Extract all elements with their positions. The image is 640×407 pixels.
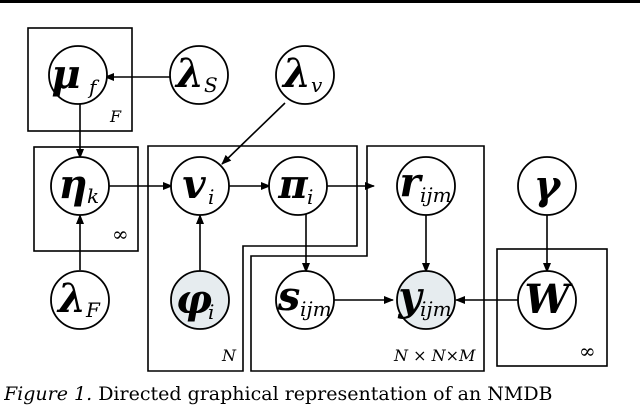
svg-text:W: W xyxy=(525,276,574,323)
plate-label-n: N xyxy=(221,346,237,365)
node-r-ijm: r ijm xyxy=(396,156,456,216)
node-s-ijm: s ijm xyxy=(275,270,335,330)
nodes: μ f λ S λ v η k v i π i r xyxy=(48,45,577,330)
plate-labels: F ∞ N N × N×M ∞ xyxy=(109,107,596,365)
node-y-ijm: y ijm xyxy=(396,270,456,330)
edge-lambda-v-to-v-i xyxy=(221,102,286,165)
node-eta-k: η k xyxy=(50,156,110,216)
svg-text:i: i xyxy=(307,185,313,209)
svg-text:i: i xyxy=(208,185,214,209)
caption-text: Directed graphical representation of an … xyxy=(98,383,553,405)
plate-w xyxy=(496,248,608,367)
svg-text:y: y xyxy=(397,273,424,320)
plate-label-nnm: N × N×M xyxy=(393,346,476,365)
svg-text:s: s xyxy=(277,273,301,320)
svg-text:λ: λ xyxy=(281,50,311,97)
svg-text:F: F xyxy=(85,298,101,322)
node-v-i: v i xyxy=(170,156,230,216)
svg-text:ijm: ijm xyxy=(300,297,332,321)
top-rule xyxy=(0,0,640,3)
svg-text:r: r xyxy=(399,159,423,206)
graphical-model-diagram: μ f λ S λ v η k v i π i r xyxy=(27,27,608,372)
plate-n xyxy=(147,145,358,372)
svg-text:k: k xyxy=(87,184,99,208)
node-w: W xyxy=(517,270,577,330)
svg-text:ijm: ijm xyxy=(420,297,452,321)
svg-text:η: η xyxy=(58,161,87,208)
caption-label: Figure 1. xyxy=(4,383,93,405)
plate-label-inf-w: ∞ xyxy=(579,339,596,363)
svg-text:i: i xyxy=(208,300,214,324)
node-lambda-s: λ S xyxy=(169,45,229,105)
svg-text:S: S xyxy=(204,73,218,97)
node-lambda-v: λ v xyxy=(275,45,335,105)
svg-text:v: v xyxy=(182,161,206,208)
plate-nnm xyxy=(250,145,485,372)
node-pi-i: π i xyxy=(268,156,328,216)
svg-text:γ: γ xyxy=(534,162,562,209)
figure-caption: Figure 1. Directed graphical representat… xyxy=(4,382,640,407)
svg-text:φ: φ xyxy=(176,276,212,323)
node-mu-f: μ f xyxy=(48,45,108,105)
node-phi-i: φ i xyxy=(170,270,230,330)
svg-text:μ: μ xyxy=(51,51,80,98)
plate-label-inf-eta: ∞ xyxy=(112,222,129,246)
svg-text:ijm: ijm xyxy=(420,183,452,207)
svg-text:v: v xyxy=(311,73,323,97)
node-lambda-f: λ F xyxy=(50,270,110,330)
svg-text:λ: λ xyxy=(174,50,204,97)
plate-eta xyxy=(33,146,139,252)
node-gamma: γ xyxy=(517,156,577,216)
edges xyxy=(76,73,551,304)
plate-label-f: F xyxy=(109,107,122,126)
svg-text:λ: λ xyxy=(56,275,86,322)
svg-text:π: π xyxy=(277,161,308,208)
plates xyxy=(27,27,608,372)
